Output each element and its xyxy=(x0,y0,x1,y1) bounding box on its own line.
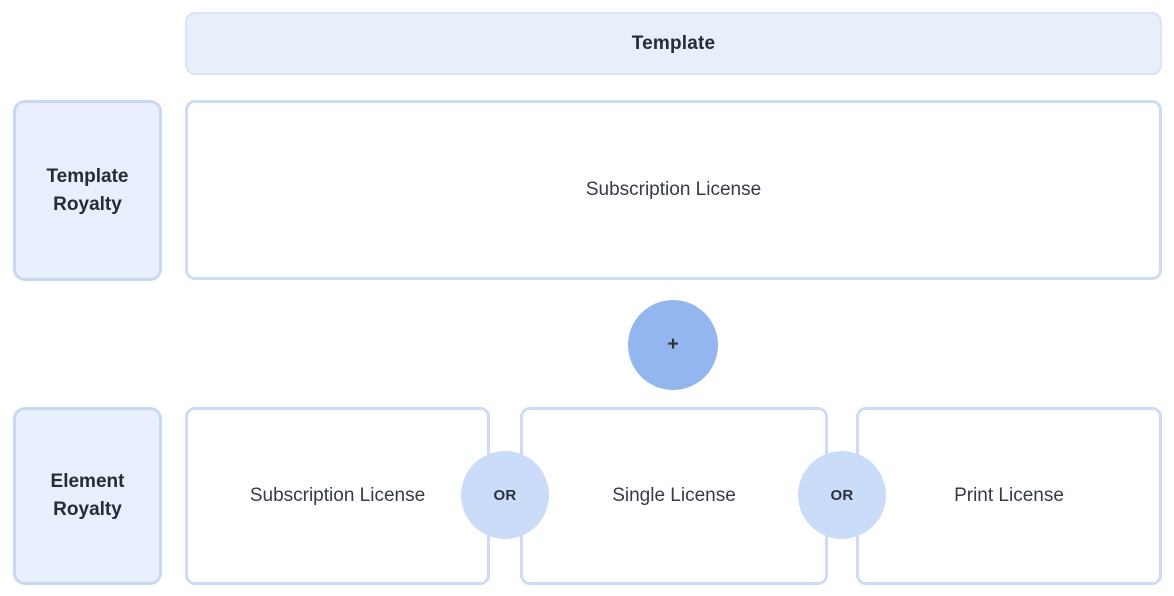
template-subscription-license-label: Subscription License xyxy=(585,179,762,200)
element-royalty-label-box: Element Royalty xyxy=(13,407,162,585)
element-single-license-label: Single License xyxy=(612,485,736,506)
element-royalty-label: Element Royalty xyxy=(50,471,125,520)
or-connector-2: OR xyxy=(798,451,886,539)
or-connector-1-label: OR xyxy=(493,486,517,504)
template-header-label: Template xyxy=(631,32,716,54)
element-print-license-label: Print License xyxy=(954,485,1064,506)
element-single-license-box: Single License xyxy=(520,407,828,585)
or-connector-1: OR xyxy=(461,451,549,539)
plus-connector: + xyxy=(628,300,718,390)
template-royalty-label: Template Royalty xyxy=(46,165,129,215)
plus-icon: + xyxy=(667,334,679,355)
element-subscription-license-box: Subscription License xyxy=(185,407,490,585)
template-royalty-label-box: Template Royalty xyxy=(13,100,162,281)
element-subscription-license-label: Subscription License xyxy=(249,485,426,506)
element-print-license-box: Print License xyxy=(856,407,1162,585)
template-subscription-license-box: Subscription License xyxy=(185,100,1162,280)
or-connector-2-label: OR xyxy=(830,486,854,504)
template-header-bar: Template xyxy=(185,12,1162,75)
